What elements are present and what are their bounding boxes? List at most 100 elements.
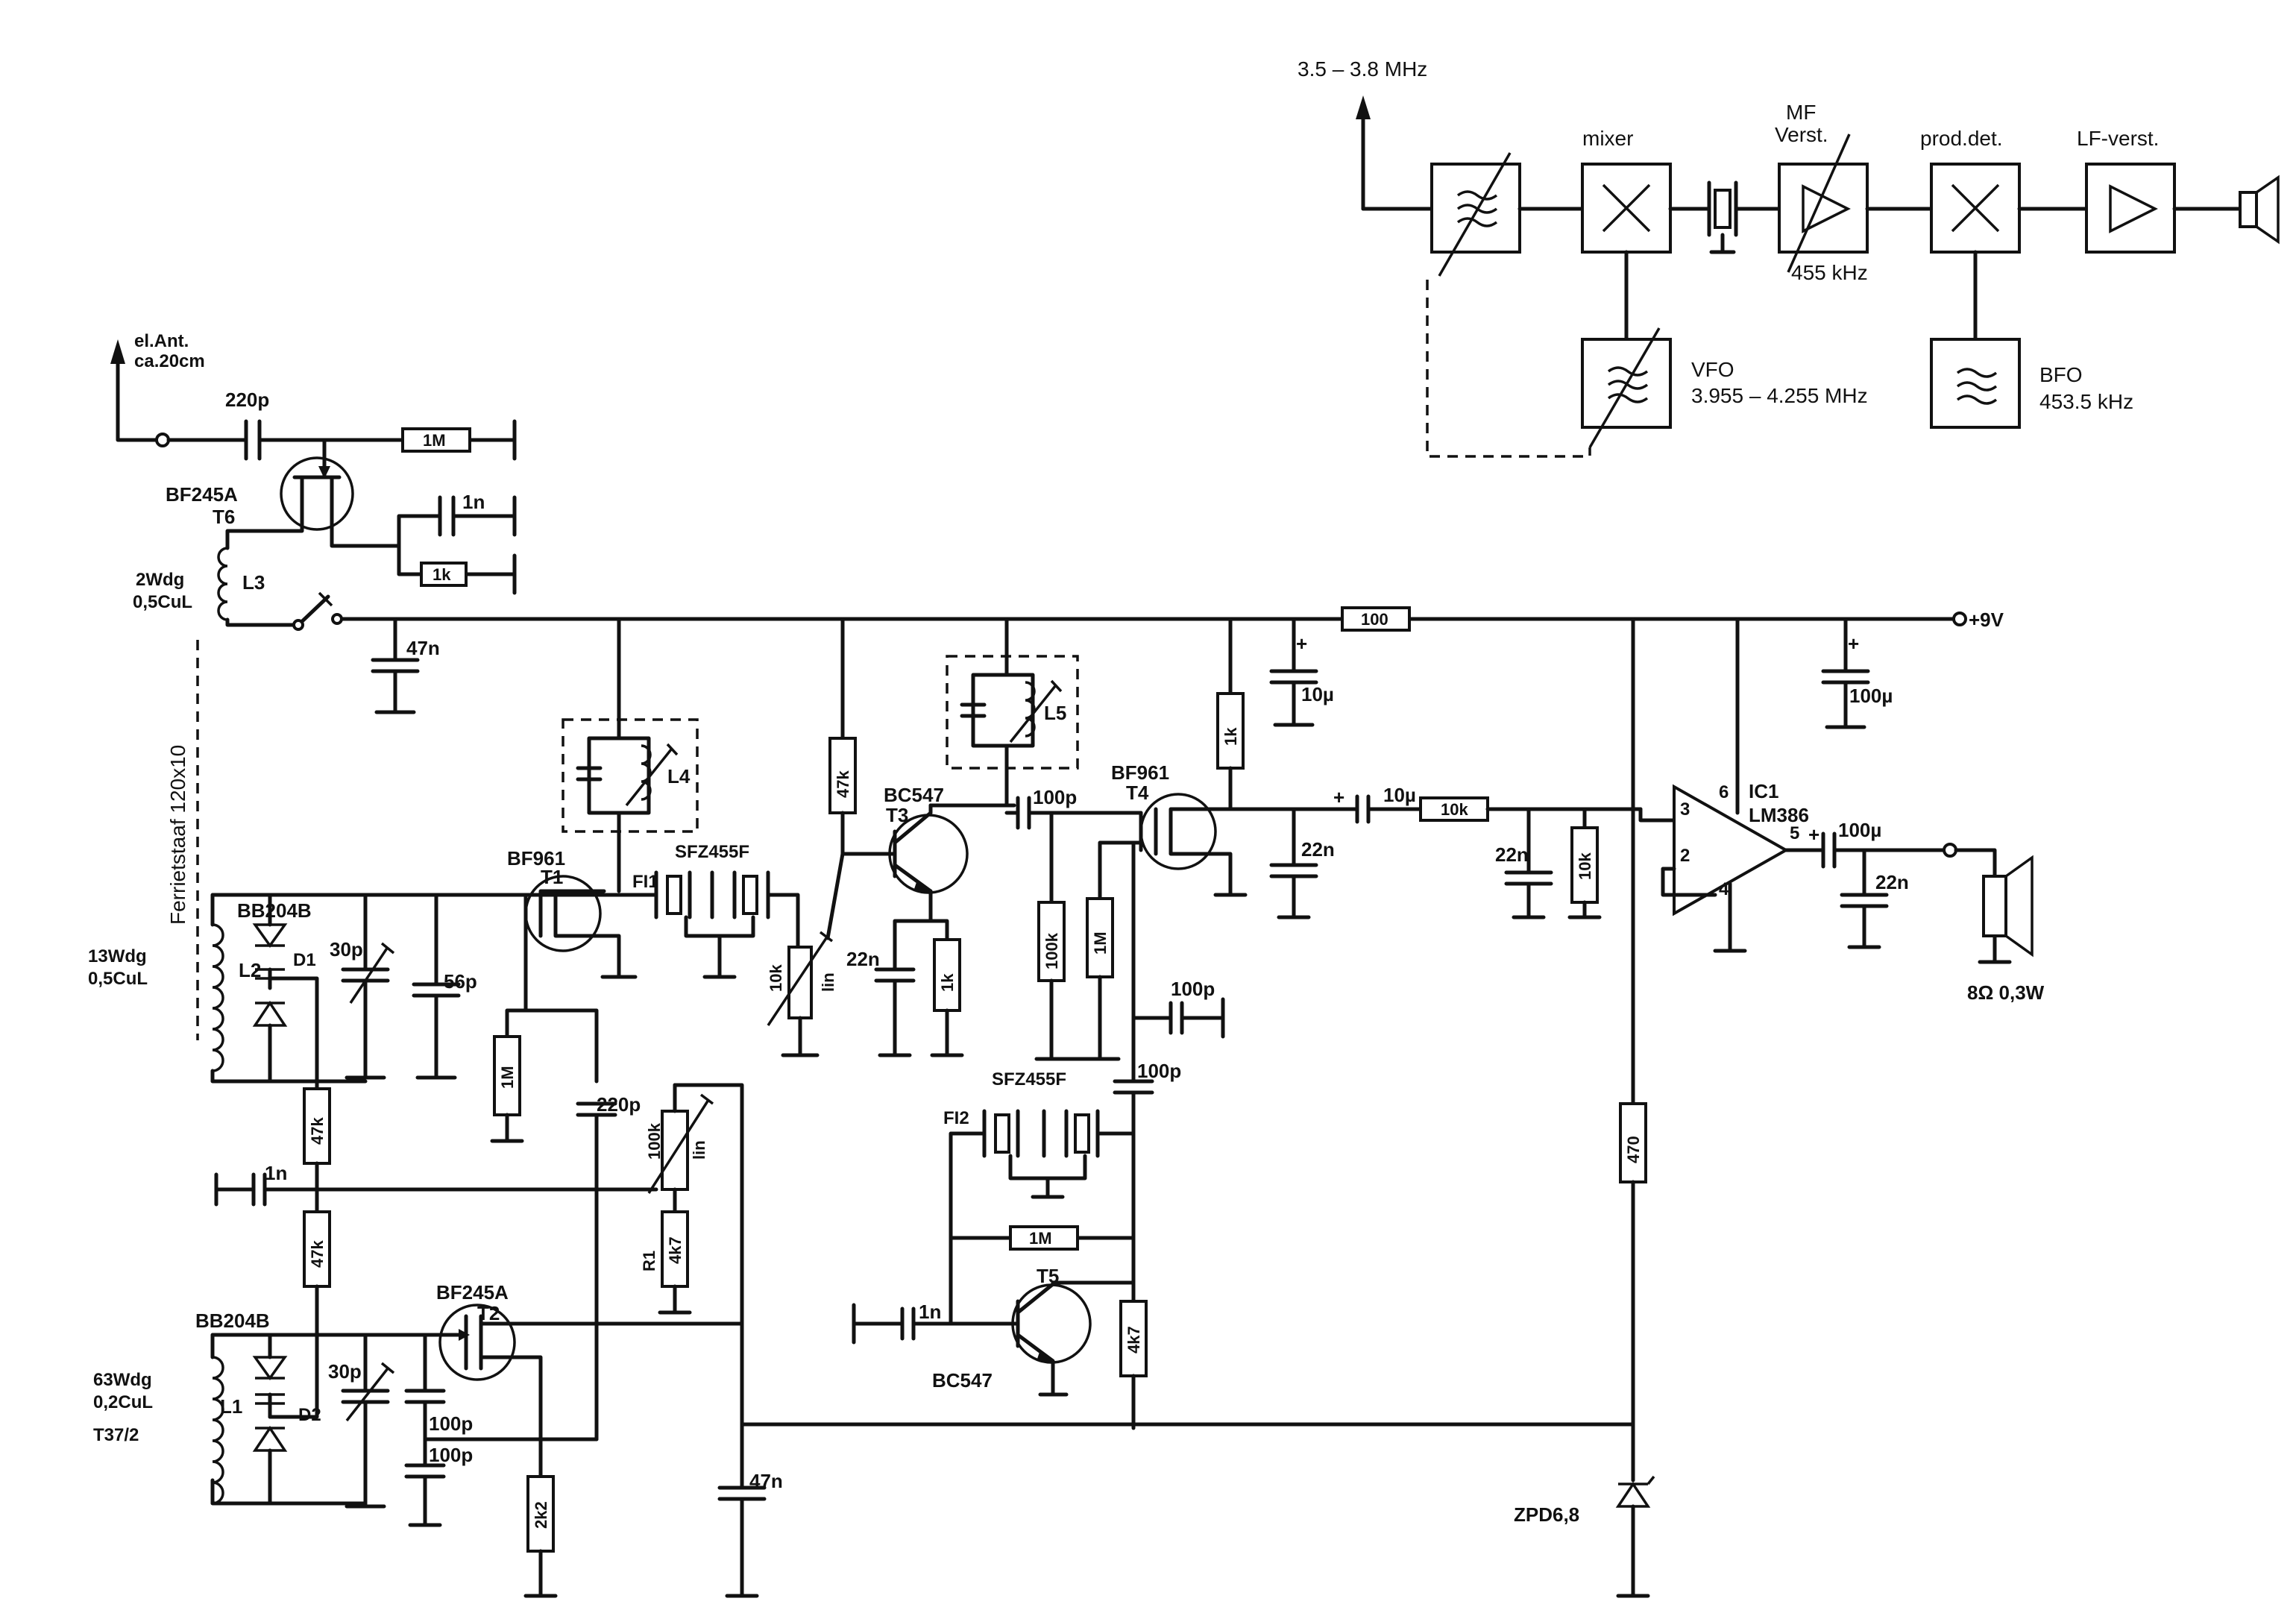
c-100u-out-label: 100µ [1838, 819, 1881, 841]
tuning-gang-link [1426, 280, 1591, 458]
pot-10k-lin-label: lin [819, 972, 837, 992]
vfo-label: VFO [1691, 358, 1734, 381]
capacitor-1n-mid [214, 1161, 658, 1207]
svg-text:+: + [1848, 632, 1859, 655]
l4-shield-can [562, 718, 699, 833]
pin5-label: 5 [1790, 823, 1799, 843]
audio-amp-icon [2109, 184, 2158, 233]
varicap-d1a [252, 923, 288, 949]
c-100p-a-label: 100p [429, 1412, 473, 1435]
c-100p-fi2-label: 100p [1137, 1060, 1181, 1082]
bfo-filter-icon [1956, 368, 1998, 405]
capacitor-100p-t4 [1131, 840, 1225, 1039]
capacitor-100p-t3 [1004, 796, 1143, 830]
capacitor-1n-t5 [852, 1280, 1020, 1345]
fi2-ref-label: FI2 [943, 1108, 969, 1128]
pin3-label: 3 [1680, 799, 1690, 820]
bfo-stage-t5: 100p SFZ455F FI2 1M T5 BC547 1n 4k7 [852, 1016, 1181, 1430]
antenna-label-1: el.Ant. [134, 331, 189, 351]
electrolytic-100u-out [1784, 831, 1949, 869]
fi1-crystal-b [742, 875, 758, 915]
t6-type-label: BF245A [166, 483, 238, 506]
pin4-label: 4 [1719, 879, 1729, 899]
l1-wire-label: 0,2CuL [93, 1392, 153, 1412]
l3-ref-label: L3 [242, 571, 265, 594]
capacitor-100p-fi2 [1113, 1016, 1154, 1285]
fi1-crystal-a [666, 875, 682, 915]
resistor-47k-a [303, 1087, 331, 1165]
trimmer-30p-1 [341, 893, 390, 1080]
antenna-arrow-icon [110, 339, 125, 364]
c-22n-ic-label: 22n [1495, 843, 1529, 866]
fi2-crystal-a [994, 1113, 1010, 1154]
pot-100k-lin-label: lin [690, 1140, 708, 1160]
resistor-1k-t4 [1216, 692, 1245, 770]
r-100k-label: 100k [1042, 932, 1061, 969]
l1-ref-label: L1 [220, 1395, 242, 1418]
r-47k-b-label: 47k [308, 1240, 327, 1268]
capacitor-56p [412, 893, 461, 1080]
bfo-block [1930, 338, 2021, 429]
l3-wire-label: 0,5CuL [133, 592, 192, 612]
r1-value-label: 4k7 [666, 1236, 685, 1264]
t6-ref-label: T6 [213, 506, 235, 528]
varicap-d2a [252, 1356, 288, 1381]
audio-amplifier-lm386: IC1 LM386 3 6 2 4 5 + 100µ 22n 8Ω 0,3W [1638, 617, 2045, 1004]
r-47k-t3-label: 47k [834, 770, 852, 798]
r-470-label: 470 [1624, 1136, 1643, 1163]
c-22n-out-label: 22n [1875, 871, 1909, 893]
loudspeaker-icon [2004, 855, 2034, 958]
l5-capacitor [960, 702, 987, 718]
vfo-section: 1M 220p 100k lin 4k7 R1 47k 1n 47k BB204… [93, 930, 783, 1598]
pin6-label: 6 [1719, 782, 1729, 802]
if-amp-label-1: MF [1786, 101, 1816, 124]
product-detector-label: prod.det. [1920, 127, 2003, 150]
t4-ref-label: T4 [1126, 782, 1149, 804]
capacitor-220p-input [244, 419, 262, 461]
bb204b-2-label: BB204B [195, 1310, 270, 1332]
varicap-supply: 470 ZPD6,8 [740, 617, 1655, 1598]
varicap-d1b [252, 1000, 288, 1027]
c-220p-input-label: 220p [225, 389, 269, 411]
c-22n-t3-label: 22n [846, 948, 880, 970]
capacitor-1n-top [438, 495, 456, 537]
supply-rail: 100 +9V 47n + 10µ + 100µ [356, 606, 2004, 729]
transistor-t4 [1139, 793, 1217, 870]
pot-100k-label: 100k [645, 1122, 664, 1160]
r-4k7-t5-label: 4k7 [1125, 1326, 1143, 1354]
t1-type-label: BF961 [507, 847, 565, 870]
pot-10k-body [787, 946, 813, 1019]
transistor-t6 [280, 456, 354, 531]
antenna-label-2: ca.20cm [134, 351, 205, 371]
l5-shield-can [946, 655, 1079, 770]
c-47n-top-label: 47n [406, 637, 440, 659]
electrolytic-10u [1269, 617, 1318, 727]
bb204b-1-label: BB204B [237, 899, 312, 922]
mixer-cross-icon [1602, 183, 1651, 233]
c-56p-label: 56p [444, 970, 477, 993]
c-100u-rail-label: 100µ [1849, 685, 1893, 707]
l2-wire-label: 0,5CuL [88, 969, 148, 989]
vfo-filter-icon [1607, 366, 1649, 403]
speaker-icon [2239, 175, 2280, 245]
vfo-frequency-label: 3.955 – 4.255 MHz [1691, 384, 1868, 407]
r-1k-t3-label: 1k [938, 973, 957, 992]
bfo-frequency-label: 453.5 kHz [2039, 390, 2133, 413]
resistor-1M-t5 [1009, 1225, 1079, 1251]
ic-type-label: LM386 [1749, 804, 1809, 826]
r1-ref-label: R1 [640, 1251, 658, 1271]
resistor-1M-top [401, 427, 471, 453]
r-1M-t4-label: 1M [1091, 931, 1110, 955]
product-detector-t4: BF961 T4 1k 22n + 10µ 10k 22n 10k 100k 1… [1034, 617, 1643, 1061]
switch-contact [331, 613, 343, 625]
r-47k-a-label: 47k [308, 1117, 327, 1145]
t3-ref-label: T3 [886, 804, 908, 826]
c-30p-2-label: 30p [328, 1360, 362, 1383]
c-47n-bot-label: 47n [749, 1470, 783, 1492]
transistor-t2 [438, 1304, 516, 1381]
capacitor-22n-ic [1504, 807, 1553, 919]
resistor-47k-t3 [828, 737, 857, 814]
r-1M-t5-label: 1M [1029, 1229, 1052, 1248]
input-frequency-label: 3.5 – 3.8 MHz [1298, 57, 1427, 81]
